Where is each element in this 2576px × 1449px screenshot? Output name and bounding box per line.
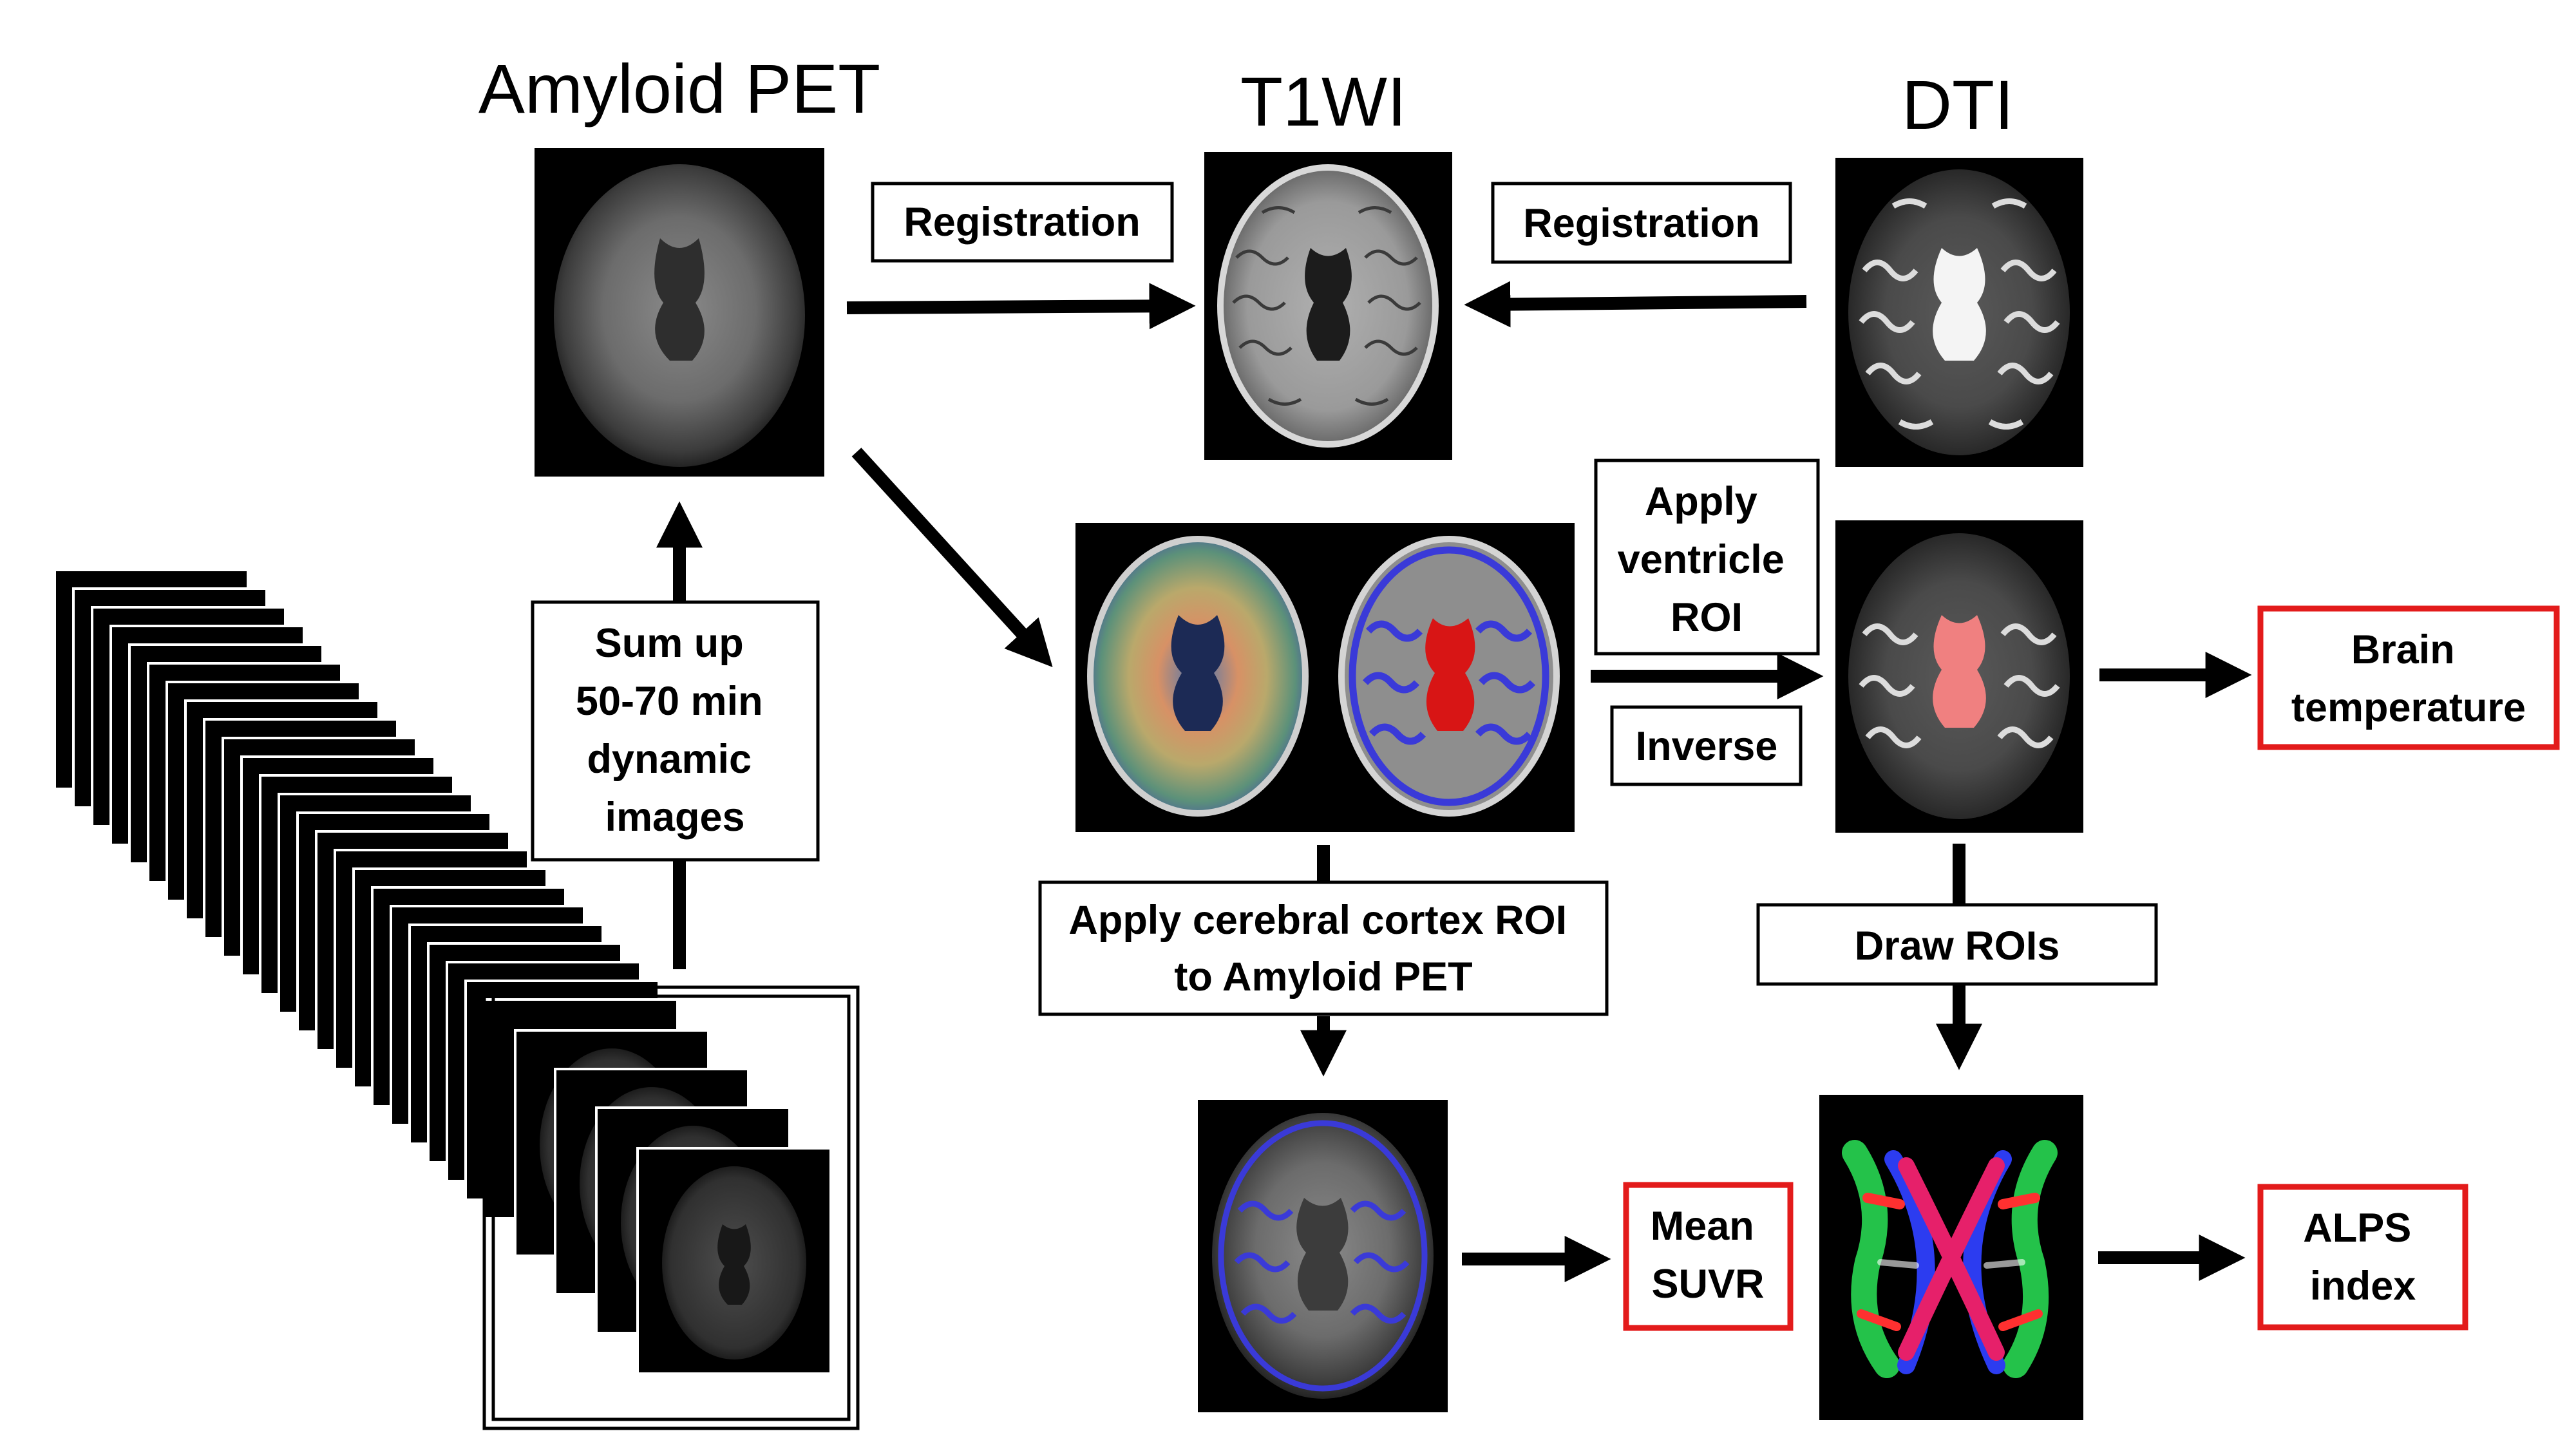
registration-right-label: Registration <box>1523 201 1760 246</box>
inverse-box: Inverse <box>1610 705 1803 786</box>
overlay-image <box>1075 523 1575 832</box>
alps-index-box: ALPS index <box>2257 1184 2468 1331</box>
mean-suvr-box: Mean SUVR <box>1623 1182 1794 1331</box>
apply-ventricle-box: Apply ventricle ROI <box>1594 459 1820 656</box>
selected-frames-group <box>482 985 860 1430</box>
arrow-pet-to-overlay <box>851 448 1053 667</box>
selected-dynamic-frame <box>636 1147 832 1375</box>
draw-rois-label: Draw ROIs <box>1855 923 2060 969</box>
mean-suvr-label: Mean SUVR <box>1651 1204 1766 1307</box>
apply-ventricle-label: Apply ventricle ROI <box>1618 479 1796 640</box>
amyloid-pet-image <box>535 148 824 477</box>
dti-ventricle-image <box>1835 520 2083 833</box>
brain-temperature-label: Brain temperature <box>2291 627 2526 730</box>
arrow-pet-to-t1 <box>846 283 1196 330</box>
color-fa-map-image <box>1819 1095 2083 1420</box>
sum-up-label: Sum up 50-70 min dynamic images <box>576 621 774 840</box>
dynamic-frame-stack <box>53 569 679 1220</box>
draw-rois-box: Draw ROIs <box>1756 903 2158 986</box>
apply-cortex-label: Apply cerebral cortex ROI to Amyloid PET <box>1068 898 1578 999</box>
apply-cortex-box: Apply cerebral cortex ROI to Amyloid PET <box>1038 880 1609 1016</box>
registration-left-box: Registration <box>871 182 1174 263</box>
title-amyloid-pet: Amyloid PET <box>478 50 880 128</box>
title-t1wi: T1WI <box>1240 62 1406 140</box>
registration-right-box: Registration <box>1491 182 1792 264</box>
arrow-dti-to-t1 <box>1464 281 1807 328</box>
t1wi-image <box>1204 152 1452 460</box>
registration-left-label: Registration <box>904 200 1141 245</box>
pet-cortex-roi-image <box>1198 1100 1448 1412</box>
sum-up-box: Sum up 50-70 min dynamic images <box>531 600 820 862</box>
title-dti: DTI <box>1902 66 2014 144</box>
brain-temperature-box: Brain temperature <box>2257 605 2560 750</box>
inverse-label: Inverse <box>1636 724 1778 769</box>
dti-image <box>1835 158 2083 467</box>
alps-index-label: ALPS index <box>2303 1206 2423 1309</box>
